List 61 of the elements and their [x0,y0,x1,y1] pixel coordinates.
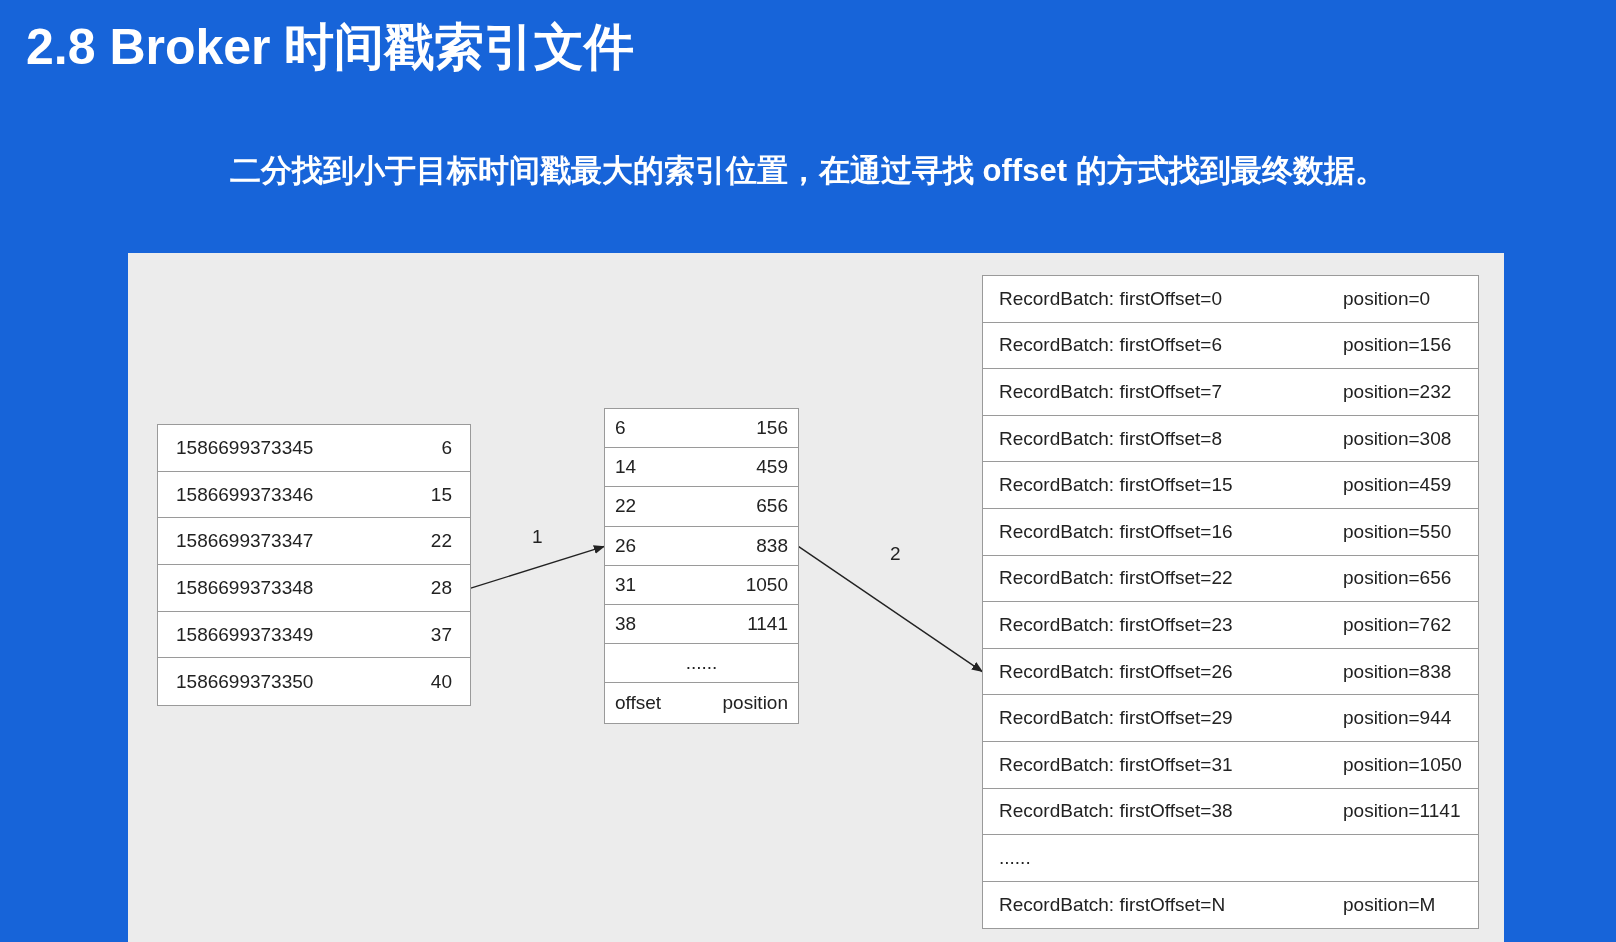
value-text: position=1050 [1343,753,1462,776]
key-text: 1586699373348 [176,576,315,599]
key-text: RecordBatch: firstOffset=16 [999,520,1234,543]
key-text: ...... [684,652,719,675]
key-text: RecordBatch: firstOffset=38 [999,800,1234,823]
value-text: position=308 [1343,427,1452,450]
value-text: position=838 [1343,660,1452,683]
key-text: ...... [999,846,1032,869]
value-text: 22 [430,530,452,553]
key-text: 1586699373350 [176,670,315,693]
key-text: RecordBatch: firstOffset=8 [999,427,1223,450]
key-text: offset [615,691,663,714]
value-text: 656 [756,495,788,518]
value-text: position=232 [1343,381,1452,403]
value-text: position=459 [1343,474,1452,497]
value-text: 28 [430,576,452,599]
value-text: 40 [430,670,452,693]
key-text: RecordBatch: firstOffset=0 [999,287,1223,310]
table-box [604,408,799,724]
value-text: position=550 [1343,520,1452,543]
value-text: 15 [430,483,452,506]
key-text: RecordBatch: firstOffset=23 [999,613,1234,636]
value-text: 156 [756,417,788,440]
value-text: position=156 [1343,334,1452,357]
value-text: position [722,691,788,714]
key-text: RecordBatch: firstOffset=31 [999,753,1234,776]
subtitle-text: 二分找到小于目标时间戳最大的索引位置，在通过寻找 offset 的方式找到最终数据。 [230,152,1386,190]
key-text: 1586699373349 [176,623,315,646]
key-text: 1586699373347 [176,530,315,553]
key-text: 31 [615,573,638,596]
value-text: position=M [1343,894,1436,916]
value-text: 37 [430,623,452,646]
value-text: position=656 [1343,567,1452,590]
value-text: 1050 [745,573,788,596]
value-text: position=0 [1343,287,1431,310]
arrow [797,545,984,673]
value-text: 838 [756,534,788,557]
value-text: position=1141 [1343,800,1461,823]
key-text: 1586699373346 [176,483,315,506]
value-text: 6 [441,436,452,459]
key-text: RecordBatch: firstOffset=6 [999,334,1223,357]
value-text: 1141 [747,613,788,636]
key-text: RecordBatch: firstOffset=29 [999,707,1234,730]
key-text: RecordBatch: firstOffset=22 [999,567,1234,590]
value-text: 459 [756,456,788,479]
key-text: 6 [615,417,627,440]
table-box [982,275,1479,930]
key-text: 1586699373345 [176,436,315,459]
key-text: RecordBatch: firstOffset=7 [999,381,1223,403]
key-text: RecordBatch: firstOffset=26 [999,660,1234,683]
key-text: 38 [615,613,638,636]
key-text: 14 [615,456,638,479]
key-text: RecordBatch: firstOffset=N [999,894,1227,916]
table-box [157,424,471,707]
key-text: 22 [615,495,638,518]
value-text: position=944 [1343,707,1452,730]
key-text: 26 [615,534,638,557]
key-text: RecordBatch: firstOffset=15 [999,474,1234,497]
slide-title: 2.8 Broker 时间戳索引文件 [26,18,635,77]
arrow [469,545,606,590]
value-text: position=762 [1343,613,1452,636]
